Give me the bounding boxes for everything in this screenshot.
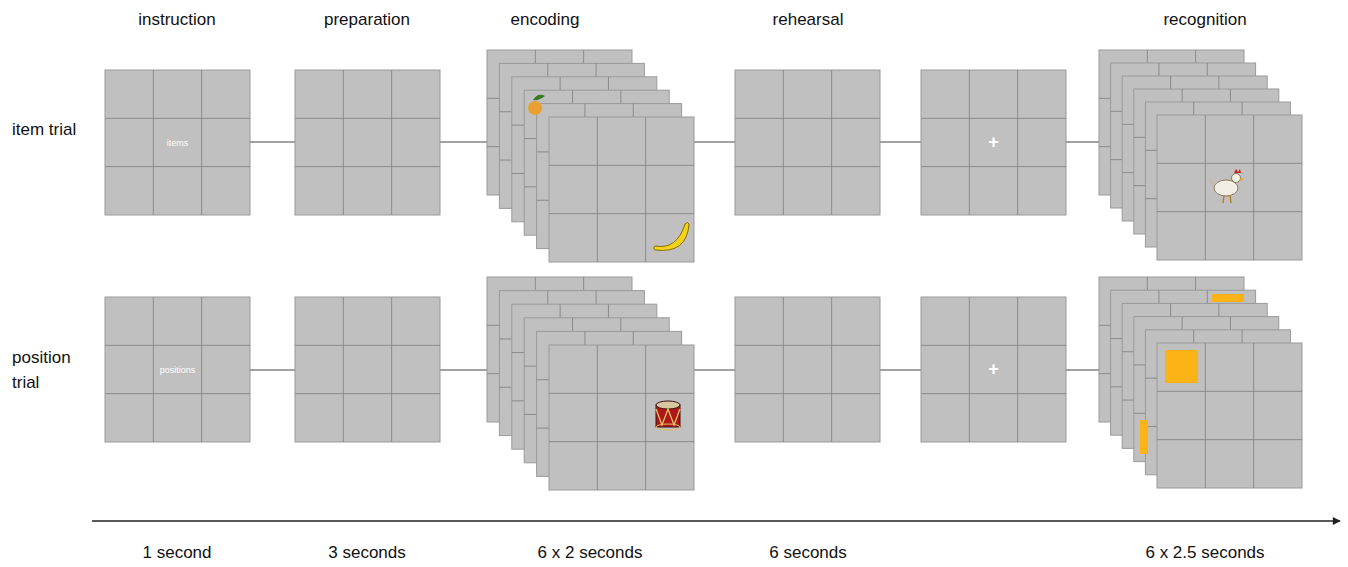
connector-line [1066, 141, 1099, 142]
fixation-cross: + [988, 359, 999, 380]
chicken-icon [1209, 169, 1244, 203]
column-heading: preparation [324, 10, 410, 30]
duration-label: 6 x 2 seconds [538, 543, 643, 563]
grid-panel [735, 70, 880, 215]
drum-icon [656, 401, 680, 430]
grid-panel [921, 297, 1066, 442]
grid-panel [295, 297, 440, 442]
screen-panel: + [921, 70, 1066, 215]
duration-label: 6 seconds [769, 543, 847, 563]
column-heading: encoding [510, 10, 579, 30]
position-square [1212, 294, 1244, 302]
connector-line [694, 141, 735, 142]
fruit-icon [528, 101, 542, 115]
grid-panel [735, 297, 880, 442]
grid-panel [549, 345, 694, 490]
connector-line [694, 369, 735, 370]
instruction-text: items [167, 138, 189, 148]
connector-line [880, 369, 921, 370]
position-square [1165, 350, 1198, 383]
row-label: item trial [12, 117, 82, 142]
screen-panel: positions [105, 297, 250, 442]
grid-panel [1157, 115, 1302, 260]
leaf-icon [533, 95, 545, 101]
connector-line [440, 369, 487, 370]
time-axis [92, 520, 1340, 522]
row-label: position trial [12, 345, 82, 395]
screen-panel: items [105, 70, 250, 215]
connector-line [250, 369, 295, 370]
grid-panel [105, 70, 250, 215]
duration-label: 3 seconds [328, 543, 406, 563]
column-heading: rehearsal [773, 10, 844, 30]
grid-panel [295, 70, 440, 215]
connector-line [440, 141, 487, 142]
banana-icon [654, 223, 690, 251]
column-heading: recognition [1163, 10, 1246, 30]
grid-panel [549, 117, 694, 262]
duration-label: 6 x 2.5 seconds [1145, 543, 1264, 563]
screen-panel: + [921, 297, 1066, 442]
grid-panel [1157, 343, 1302, 488]
connector-line [250, 141, 295, 142]
instruction-text: positions [160, 365, 196, 375]
grid-panel [921, 70, 1066, 215]
grid-panel [105, 297, 250, 442]
duration-label: 1 second [143, 543, 212, 563]
connector-line [880, 141, 921, 142]
column-heading: instruction [138, 10, 215, 30]
position-square [1140, 420, 1148, 454]
fixation-cross: + [988, 132, 999, 153]
connector-line [1066, 369, 1099, 370]
